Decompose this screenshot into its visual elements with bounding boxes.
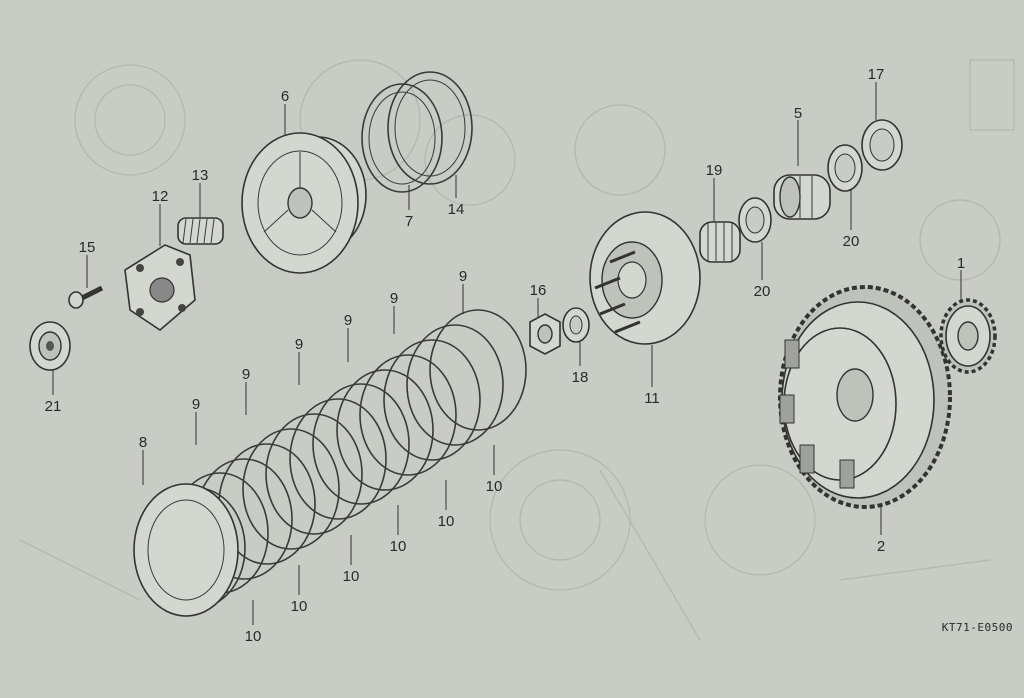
callout-10-e: 10: [438, 513, 455, 530]
part-5-collar: [773, 174, 831, 220]
background-ghost-drawing: [19, 59, 1015, 641]
callout-15: 15: [79, 239, 96, 256]
part-6-pressure-plate: [241, 132, 367, 274]
callout-7: 7: [405, 213, 413, 230]
callout-20-a: 20: [754, 283, 771, 300]
part-11-clutch-center: [589, 211, 701, 345]
callout-10-b: 10: [291, 598, 308, 615]
part-16-nut: [529, 313, 561, 355]
callout-labels: 1 2 5 6 7 8 9 9 9 9 9 9 9 10 10 10 10 10…: [45, 66, 966, 645]
part-20-washer-lower: [738, 197, 772, 243]
part-7-ring: [361, 83, 443, 193]
part-20-washer-upper: [827, 144, 863, 192]
callout-21: 21: [45, 398, 62, 415]
callout-10-f: 10: [486, 478, 503, 495]
callout-6: 6: [281, 88, 289, 105]
callout-9-d: 9: [344, 312, 352, 329]
part-13-spring: [177, 217, 224, 245]
callout-5: 5: [794, 105, 802, 122]
callout-19: 19: [706, 162, 723, 179]
drawing-code: KT71-E0500: [942, 621, 1013, 634]
callout-10-a: 10: [245, 628, 262, 645]
callout-11: 11: [644, 390, 660, 407]
callout-9-g: 9: [459, 268, 467, 285]
callout-16: 16: [530, 282, 547, 299]
callout-20-b: 20: [843, 233, 860, 250]
clutch-plate-stack: [133, 309, 527, 617]
callout-9-c: 9: [295, 336, 303, 353]
callout-2: 2: [877, 538, 885, 555]
callout-9-f: 9: [390, 290, 398, 307]
callout-18: 18: [572, 369, 589, 386]
part-19-needle-bearing: [699, 221, 741, 263]
callout-10-c: 10: [343, 568, 360, 585]
part-14-ring: [387, 71, 473, 185]
part-17-washer: [861, 119, 903, 171]
part-1-gear: [939, 298, 997, 374]
callout-1: 1: [957, 255, 965, 272]
callout-9-b: 9: [242, 366, 250, 383]
callout-10-d: 10: [390, 538, 407, 555]
part-2-clutch-outer: [778, 285, 952, 509]
part-12-lifter-plate: [124, 244, 196, 332]
part-18-washer: [562, 307, 590, 343]
leader-lines: [52, 82, 962, 625]
callout-8: 8: [139, 434, 147, 451]
part-15-bolt: [68, 285, 104, 309]
callout-14: 14: [448, 201, 465, 218]
callout-17: 17: [868, 66, 885, 83]
callout-9-a: 9: [192, 396, 200, 413]
callout-12: 12: [152, 188, 169, 205]
callout-13: 13: [192, 167, 209, 184]
part-21-bearing: [29, 321, 71, 371]
